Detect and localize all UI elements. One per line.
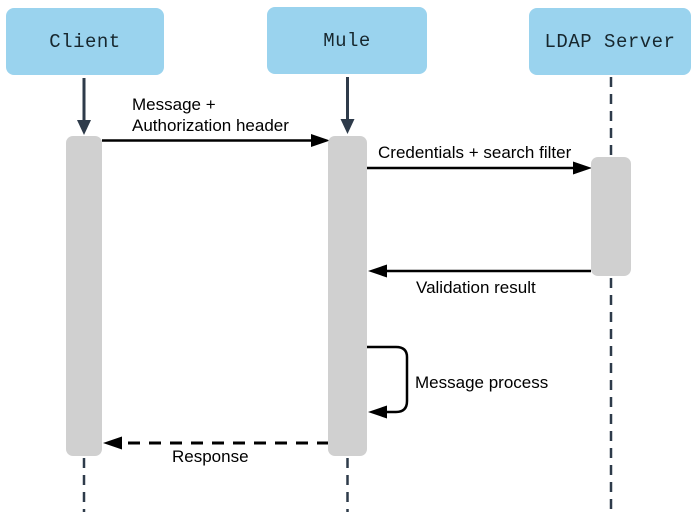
mule-activation-start-arrow xyxy=(340,77,355,134)
activation-bar-client xyxy=(66,136,102,456)
actor-box-mule: Mule xyxy=(267,7,427,74)
message-label-credentials: Credentials + search filter xyxy=(378,143,572,162)
actor-label-ldap-server: LDAP Server xyxy=(544,30,676,53)
message-arrow-self-loop xyxy=(366,345,409,419)
message-label-response: Response xyxy=(172,447,249,466)
message-label-message-process: Message process xyxy=(415,373,549,392)
message-arrow-validation xyxy=(368,264,591,278)
actor-label-client: Client xyxy=(49,30,121,53)
message-label-validation: Validation result xyxy=(416,278,536,297)
activation-bar-mule xyxy=(328,136,367,456)
message-arrow-credentials xyxy=(367,161,592,175)
message-label-authorization: Message + Authorization header xyxy=(132,95,289,135)
activation-bar-ldap-server xyxy=(591,157,631,276)
message-arrow-authorization xyxy=(102,134,330,147)
message-arrow-response xyxy=(103,436,329,450)
actor-label-mule: Mule xyxy=(323,29,371,52)
actor-box-client: Client xyxy=(6,8,164,75)
actor-box-ldap-server: LDAP Server xyxy=(529,8,691,75)
client-activation-start-arrow xyxy=(77,78,91,135)
